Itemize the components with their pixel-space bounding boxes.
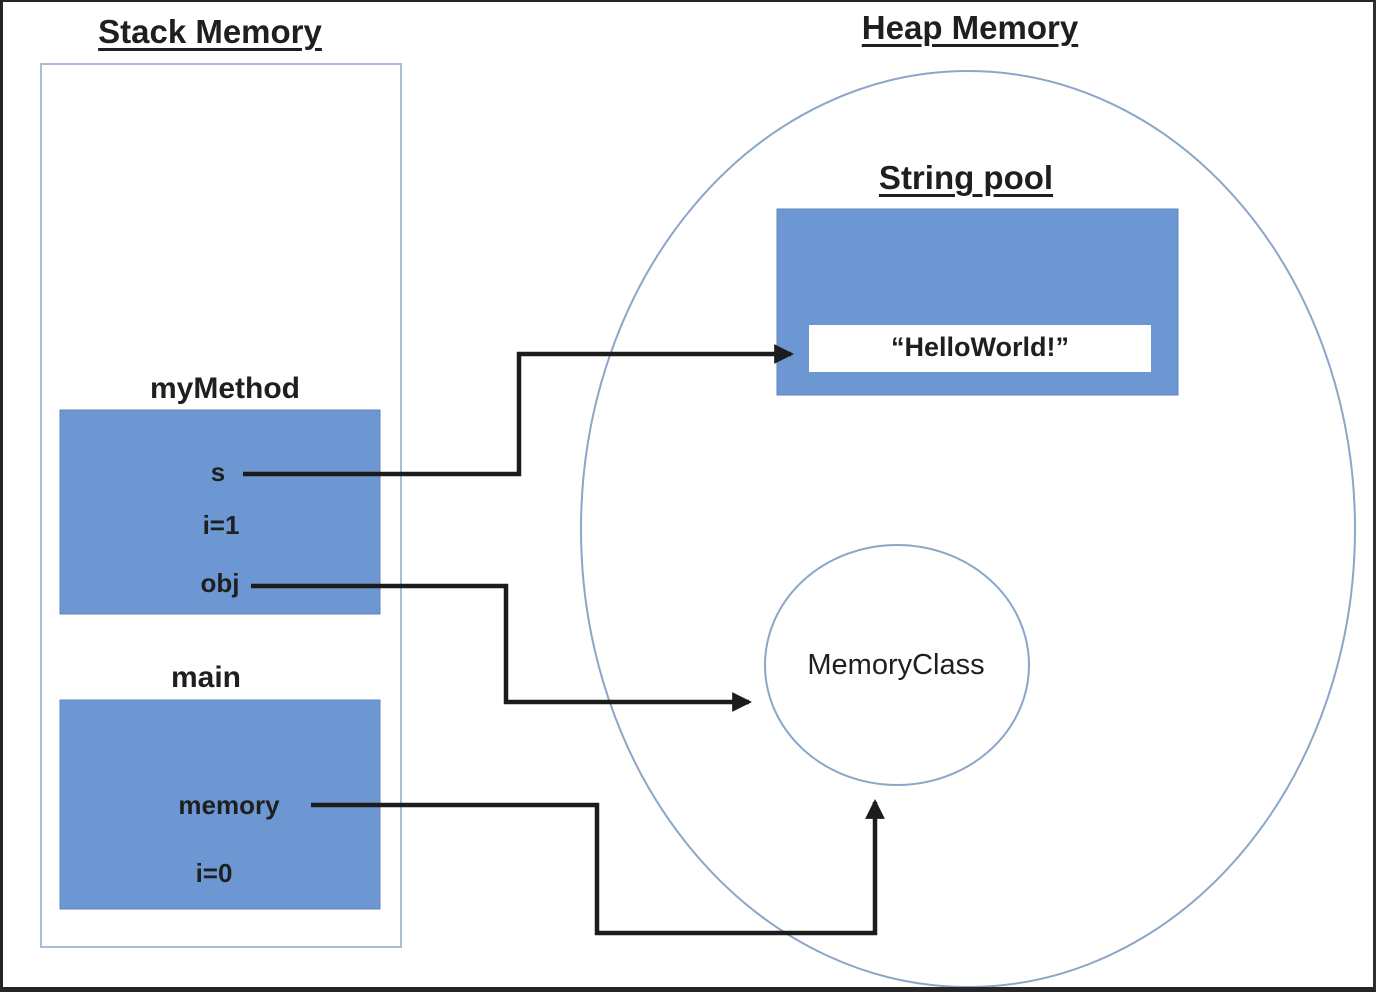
frame-box-mymethod (59, 409, 381, 615)
string-literal-value: “HelloWorld!” (891, 332, 1069, 362)
var-i-equals-0: i=0 (195, 858, 233, 888)
var-i-equals-1: i=1 (202, 510, 240, 540)
var-s: s (210, 457, 226, 487)
heap-ellipse (580, 70, 1356, 987)
var-obj: obj (200, 568, 240, 598)
diagram-canvas (40, 63, 1356, 987)
string-pool-title: String pool (878, 159, 1054, 196)
arrow-obj-to-memoryclass (251, 583, 752, 712)
memoryclass-label: MemoryClass (807, 649, 985, 681)
arrow-s-to-string (243, 344, 794, 477)
stack-region-outline (40, 63, 402, 948)
string-literal-box (809, 325, 1151, 372)
heap-memory-title: Heap Memory (861, 9, 1079, 46)
var-memory: memory (178, 790, 280, 820)
frame-label-main: main (170, 661, 242, 694)
frame-label-mymethod: myMethod (150, 372, 300, 405)
stack-memory-title: Stack Memory (98, 13, 322, 50)
arrow-memory-to-memoryclass (311, 799, 885, 936)
memoryclass-circle (764, 544, 1030, 786)
